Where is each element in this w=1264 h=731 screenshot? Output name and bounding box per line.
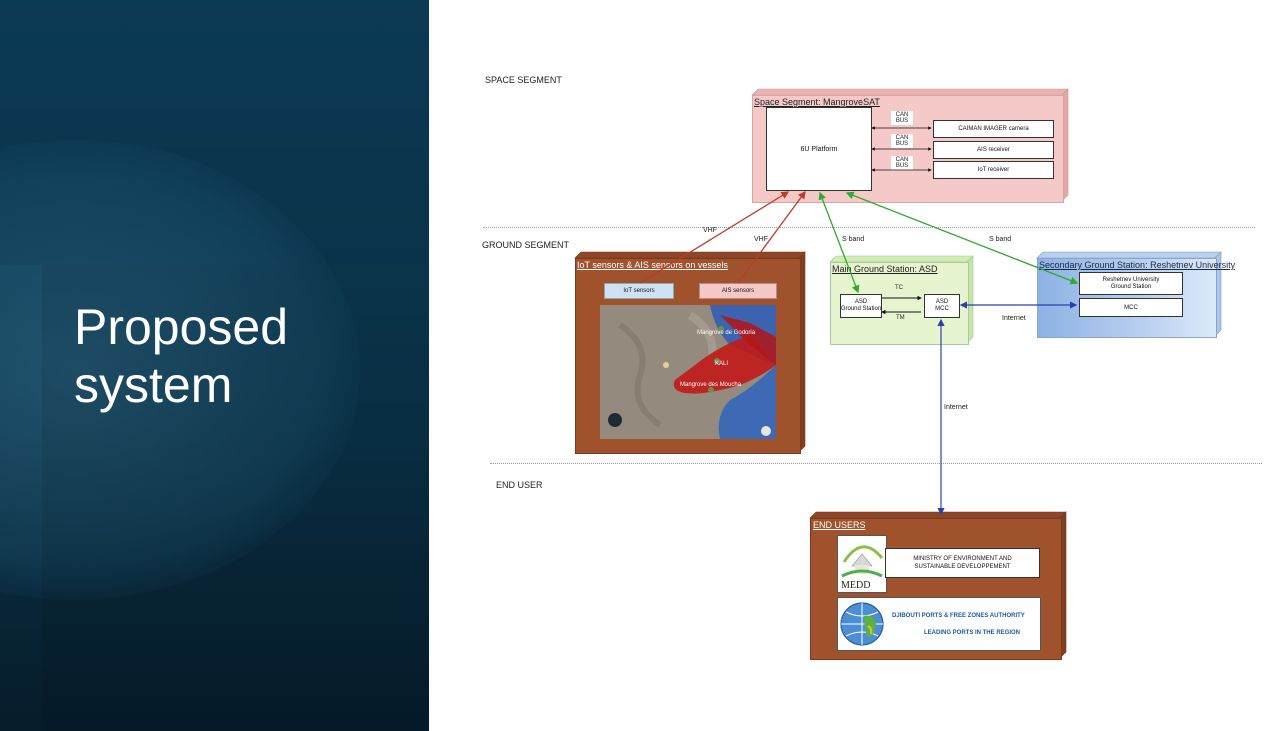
ports-authority-name: DJIBOUTI PORTS & FREE ZONES AUTHORITY xyxy=(892,613,1025,619)
payload-ais-receiver: AIS receiver xyxy=(933,141,1054,159)
vhf-label-1: VHF xyxy=(703,227,717,234)
payload-iot-receiver: IoT receiver xyxy=(933,161,1054,179)
can-bus-label-3: CAN BUS xyxy=(891,156,913,170)
end-users-title: END USERS xyxy=(813,520,866,530)
map-label-godoria: Mangrove de Godoria xyxy=(697,330,756,336)
medd-logo-text: MEDD xyxy=(841,580,870,591)
can-bus-label-1: CAN BUS xyxy=(891,111,913,125)
sband-label-1: S band xyxy=(842,236,865,243)
reshetnev-ground-station: Reshetnev University Ground Station xyxy=(1079,272,1183,295)
divider-ground-end xyxy=(490,463,1262,464)
ports-tagline: LEADING PORTS IN THE REGION xyxy=(924,630,1021,636)
title-panel: Proposed system xyxy=(0,0,429,731)
platform-6u: 6U Platform xyxy=(766,107,872,191)
ministry-environment: MINISTRY OF ENVIRONMENT AND SUSTAINABLE … xyxy=(885,548,1040,578)
vhf-label-2: VHF xyxy=(754,236,768,243)
map-drawing: Mangrove de Godoria KALI Mangrove des Mo… xyxy=(600,305,776,439)
space-segment-label: SPACE SEGMENT xyxy=(485,75,562,85)
map-label-moucha: Mangrove des Moucha xyxy=(680,382,742,388)
panel-stripe xyxy=(42,265,429,731)
globe-icon xyxy=(840,602,884,646)
end-user-segment-label: END USER xyxy=(496,480,543,490)
slide-title: Proposed system xyxy=(74,298,288,414)
panel-band xyxy=(0,0,429,265)
slide-title-line1: Proposed xyxy=(74,299,289,355)
reshetnev-mcc: MCC xyxy=(1079,298,1183,317)
payload-caiman-camera: CAIMAN IMAGER camera xyxy=(933,120,1054,138)
iot-sensors-node: IoT sensors xyxy=(604,283,674,299)
secondary-gs-title: Secondary Ground Station: Reshetnev Univ… xyxy=(1039,260,1236,270)
can-bus-label-2: CAN BUS xyxy=(891,134,913,148)
medd-logo-icon: MEDD xyxy=(841,545,884,591)
internet-label-2: Internet xyxy=(944,404,968,411)
iot-ais-title: IoT sensors & AIS sensors on vessels xyxy=(577,260,728,270)
sband-label-2: S band xyxy=(989,236,1012,243)
map-label-kali: KALI xyxy=(715,361,728,367)
internet-label-1: Internet xyxy=(1002,315,1026,322)
asd-mcc: ASD MCC xyxy=(924,294,960,318)
mangrove-map: Mangrove de Godoria KALI Mangrove des Mo… xyxy=(600,305,776,439)
space-segment-title: Space Segment: MangroveSAT xyxy=(754,97,880,107)
tc-label: TC xyxy=(895,285,903,291)
slide-title-line2: system xyxy=(74,357,233,413)
ground-segment-label: GROUND SEGMENT xyxy=(482,240,570,250)
asd-ground-station: ASD Ground Station xyxy=(840,294,882,318)
medd-logo: MEDD xyxy=(837,535,887,593)
tm-label: TM xyxy=(896,315,905,321)
ais-sensors-node: AIS sensors xyxy=(699,283,777,299)
main-gs-title: Main Ground Station: ASD xyxy=(832,264,938,274)
djibouti-ports-card: DJIBOUTI PORTS & FREE ZONES AUTHORITY LE… xyxy=(837,597,1041,651)
divider-space-ground xyxy=(483,227,1255,228)
